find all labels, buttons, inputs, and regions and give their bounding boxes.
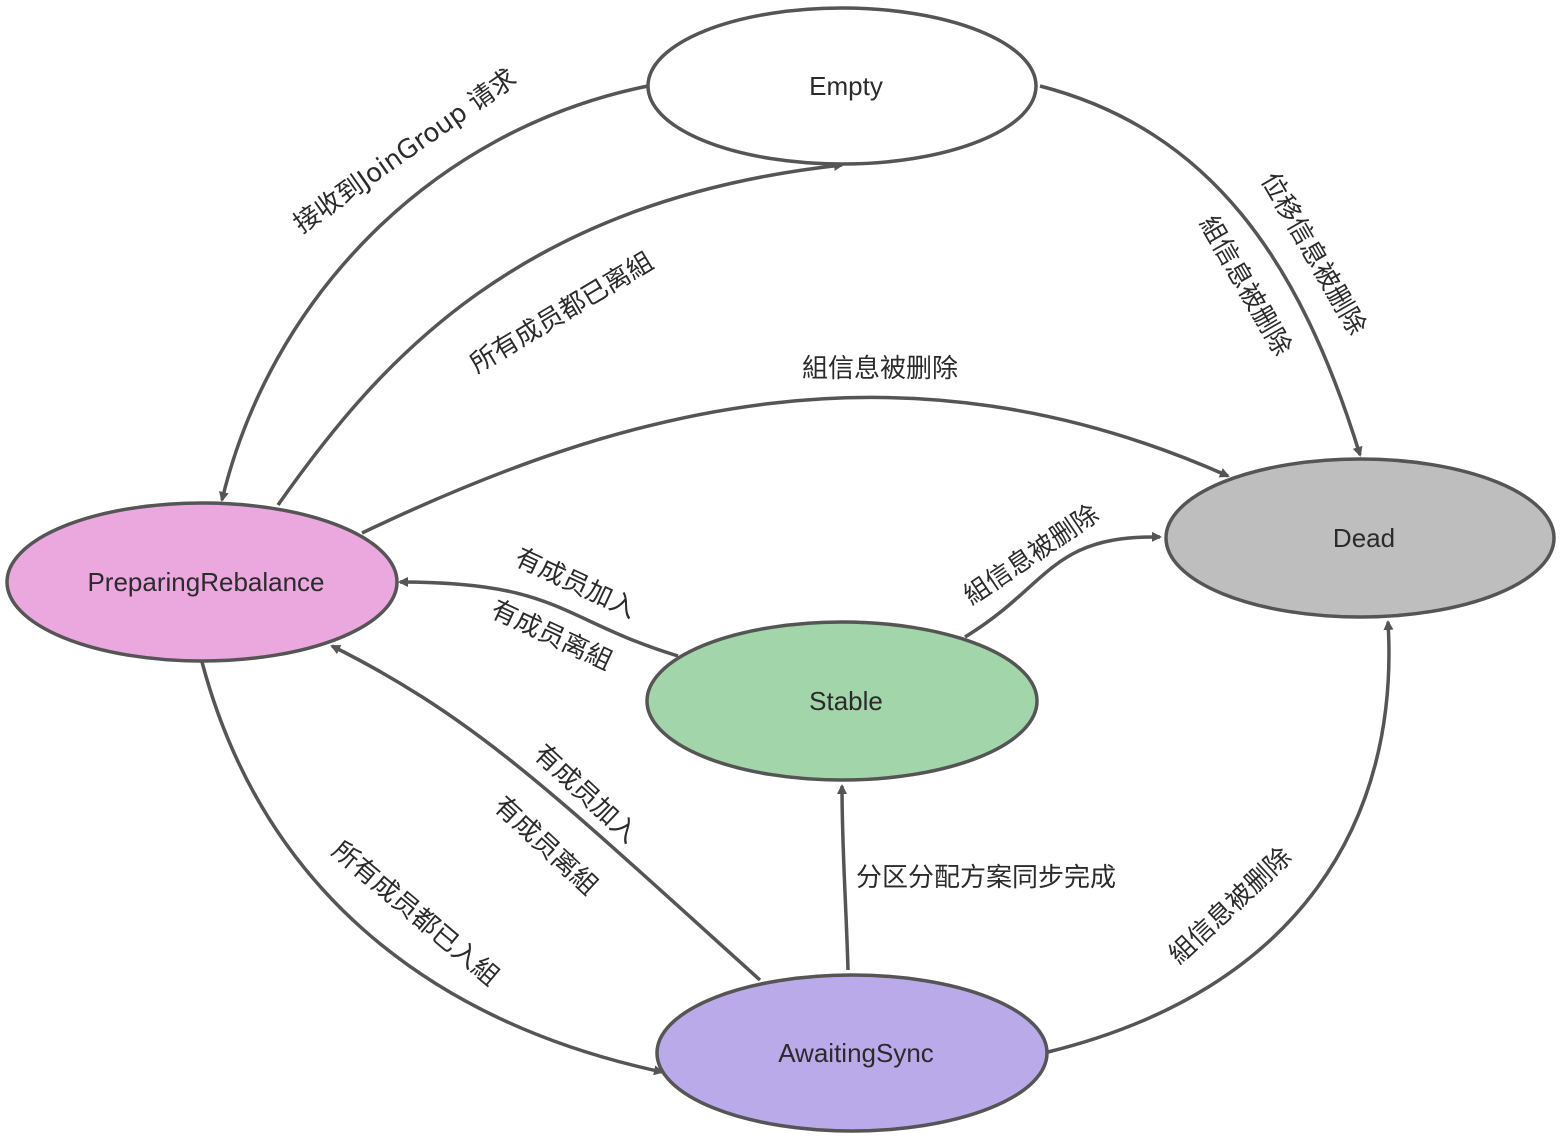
edge-awaiting-to-preparing [330, 644, 762, 982]
edge-awaiting-to-stable [837, 784, 850, 971]
label-empty-to-dead-group: 組信息被删除 [1193, 211, 1297, 361]
node-preparing-rebalance: PreparingRebalance [5, 501, 399, 663]
empty-label: Empty [809, 71, 883, 101]
dead-ellipse [1164, 457, 1556, 619]
dead-label: Dead [1333, 523, 1395, 553]
awaiting-sync-ellipse [655, 973, 1049, 1133]
edge-preparing-to-awaiting [200, 661, 664, 1076]
edge-stable-to-preparing [398, 577, 679, 658]
edge-awaiting-to-dead [1047, 620, 1394, 1054]
edge-empty-to-preparing [219, 84, 649, 502]
stable-ellipse [645, 620, 1039, 782]
label-awaiting-to-stable: 分区分配方案同步完成 [856, 863, 1116, 893]
label-preparing-to-empty: 所有成员都已离組 [465, 247, 659, 380]
node-dead: Dead [1164, 457, 1556, 619]
stable-label: Stable [809, 686, 883, 716]
edge-stable-to-dead [964, 531, 1162, 639]
awaiting-sync-label: AwaitingSync [778, 1038, 934, 1068]
edge-preparing-to-dead [361, 395, 1230, 535]
empty-ellipse [646, 6, 1038, 166]
node-empty: Empty [646, 6, 1038, 166]
edge-preparing-to-empty [276, 160, 844, 507]
node-stable: Stable [645, 620, 1039, 782]
preparing-rebalance-label: PreparingRebalance [87, 567, 324, 597]
preparing-rebalance-ellipse [5, 501, 399, 663]
label-preparing-to-dead: 組信息被删除 [802, 354, 958, 384]
label-empty-to-preparing: 接收到JoinGroup 请求 [288, 63, 522, 239]
label-awaiting-to-dead: 組信息被删除 [1163, 842, 1298, 970]
label-stable-to-dead: 組信息被删除 [958, 499, 1104, 611]
node-awaiting-sync: AwaitingSync [655, 973, 1049, 1133]
edge-empty-to-dead [1039, 84, 1363, 457]
